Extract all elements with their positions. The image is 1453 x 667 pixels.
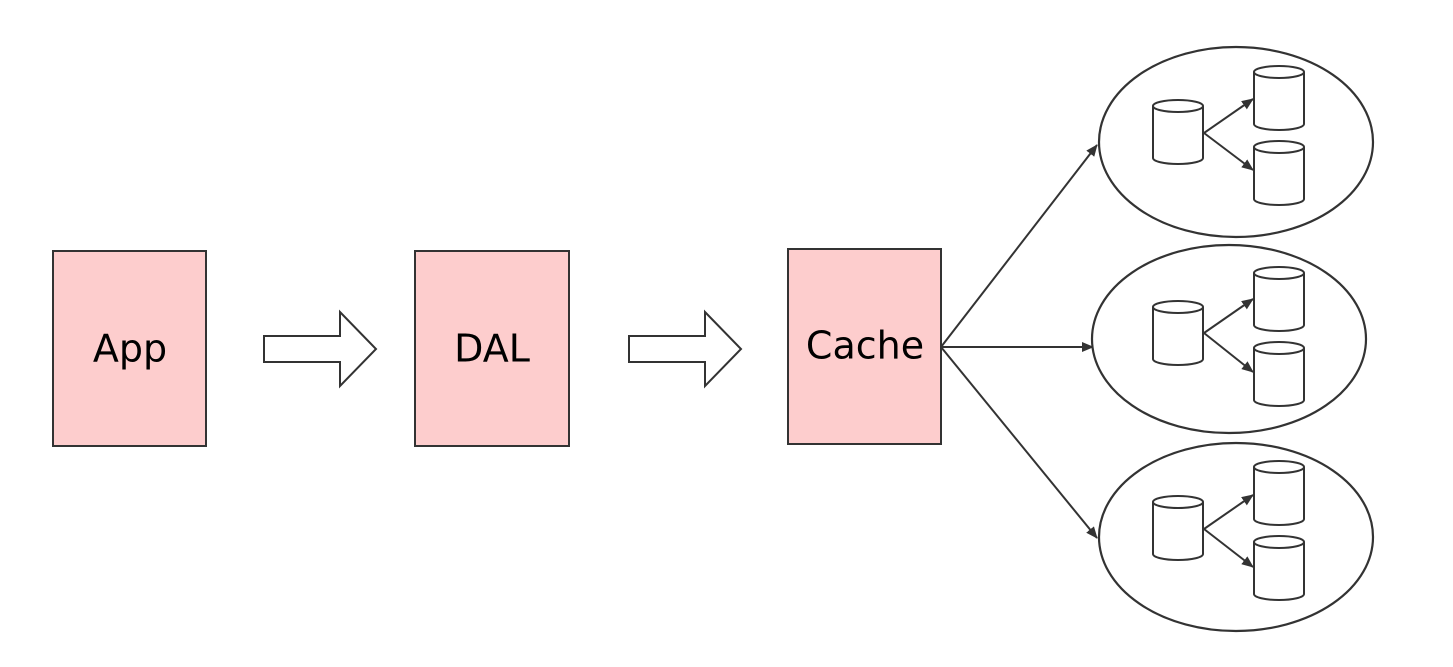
cluster-ellipse (1097, 45, 1375, 239)
app-node: App (52, 250, 207, 447)
dal-node: DAL (414, 250, 570, 447)
db-cluster-bottom (1097, 441, 1375, 633)
database-primary-icon (1152, 99, 1204, 165)
database-primary-icon (1152, 300, 1204, 366)
db-cluster-top (1097, 45, 1375, 239)
replication-arrow (1203, 528, 1254, 568)
database-replica-icon (1253, 266, 1305, 332)
database-replica-icon (1253, 460, 1305, 526)
database-replica-icon (1253, 341, 1305, 407)
dal-box (414, 250, 570, 447)
cache-box (787, 248, 942, 445)
app-box (52, 250, 207, 447)
cluster-ellipse (1090, 243, 1368, 435)
block-arrow-app-to-dal (263, 309, 378, 389)
app-label: App (93, 327, 167, 371)
database-replica-icon (1253, 65, 1305, 131)
cache-node: Cache (787, 248, 942, 445)
replication-arrow (1203, 132, 1254, 171)
replication-arrow (1203, 98, 1254, 134)
replication-arrow (1203, 298, 1254, 334)
dal-label: DAL (454, 327, 530, 371)
connector-cache-to-top-cluster (940, 144, 1098, 348)
database-replica-icon (1253, 535, 1305, 601)
cluster-ellipse (1097, 441, 1375, 633)
cache-label: Cache (806, 324, 924, 368)
replication-arrow (1203, 332, 1254, 373)
database-replica-icon (1253, 140, 1305, 206)
connector-cache-to-bottom-cluster (940, 346, 1098, 539)
block-arrow-dal-to-cache (628, 309, 743, 389)
replication-arrow (1203, 494, 1254, 530)
db-cluster-middle (1090, 243, 1368, 435)
database-primary-icon (1152, 495, 1204, 561)
